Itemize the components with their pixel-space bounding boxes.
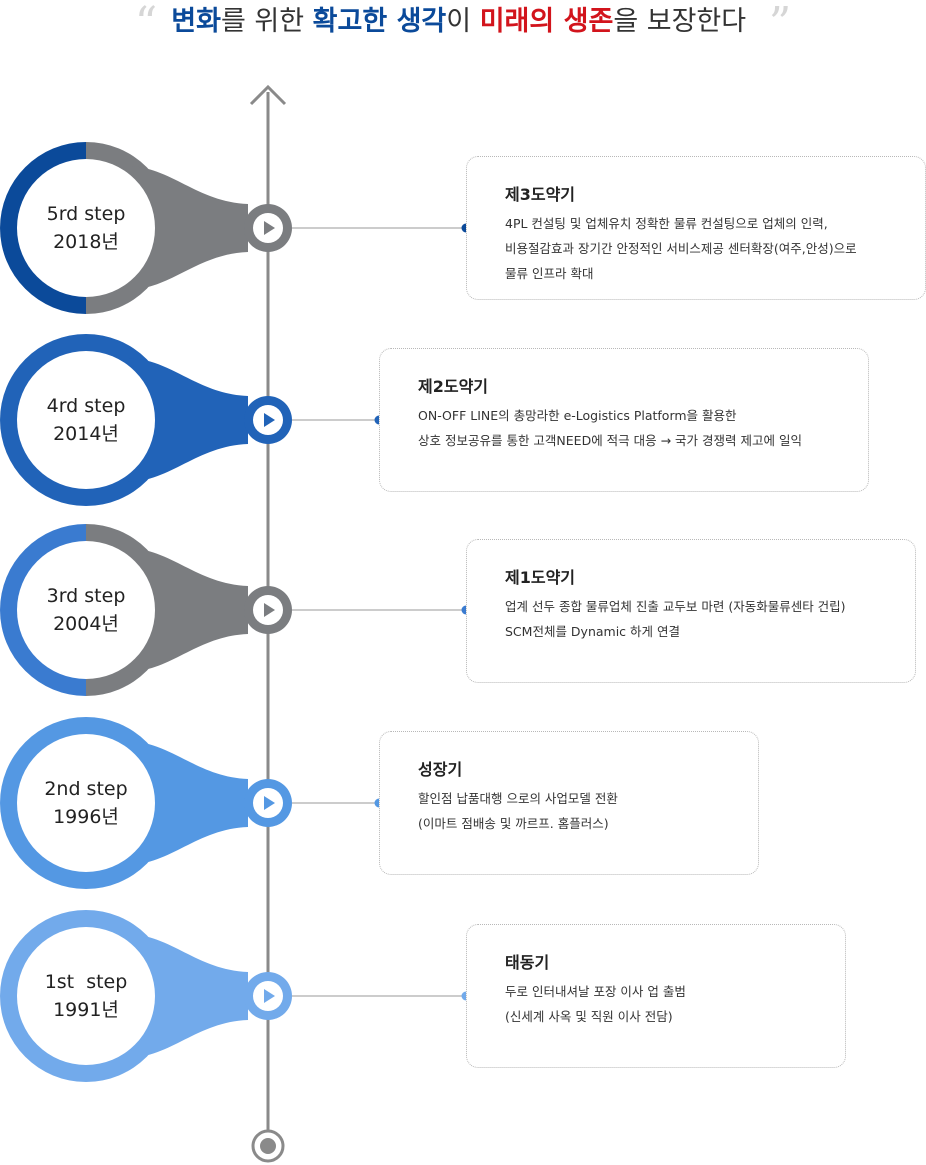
headline-keyword-change: 변화 — [171, 6, 221, 37]
play-icon — [264, 413, 275, 427]
step-inner-disk — [17, 541, 155, 679]
step-connector — [126, 166, 248, 290]
open-quote-mark: “ — [134, 0, 158, 49]
timeline-step-1 — [0, 910, 471, 1082]
timeline-step-3 — [0, 524, 471, 696]
phase-description-line: (신세계 사옥 및 직원 이사 전담) — [505, 1009, 673, 1024]
headline-keyword-survival: 미래의 생존 — [479, 6, 614, 37]
headline-text: 이 — [446, 6, 480, 37]
play-icon — [264, 989, 275, 1003]
phase-card: 제3도약기 4PL 컨설팅 및 업체유치 정확한 물류 컨설팅으로 업체의 인력,… — [466, 156, 926, 300]
close-quote-mark: ” — [768, 0, 792, 49]
phase-title: 제2도약기 — [418, 377, 489, 396]
phase-description-line: 두로 인터내셔날 포장 이사 업 출범 — [505, 984, 686, 999]
step-inner-disk — [17, 734, 155, 872]
timeline-step-2 — [0, 717, 384, 889]
phase-title: 제3도약기 — [505, 185, 576, 204]
phase-title: 태동기 — [505, 953, 550, 972]
step-inner-disk — [17, 927, 155, 1065]
step-inner-disk — [17, 351, 155, 489]
axis-end-dot — [260, 1138, 276, 1154]
timeline-step-4 — [0, 334, 384, 506]
phase-title: 성장기 — [418, 760, 463, 779]
phase-description-line: 비용절감효과 장기간 안정적인 서비스제공 센터확장(여주,안성)으로 — [505, 241, 857, 256]
phase-description-line: 업계 선두 종합 물류업체 진출 교두보 마련 (자동화물류센타 건립) — [505, 599, 846, 614]
phase-description-line: 4PL 컨설팅 및 업체유치 정확한 물류 컨설팅으로 업체의 인력, — [505, 216, 828, 231]
step-connector — [126, 741, 248, 865]
step-connector — [126, 548, 248, 672]
headline: “ 변화를 위한 확고한 생각이 미래의 생존을 보장한다 ” — [0, 2, 926, 46]
phase-description-line: ON-OFF LINE의 총망라한 e-Logistics Platform을 … — [418, 408, 737, 423]
play-icon — [264, 603, 275, 617]
step-label: 1st step 1991년 — [44, 971, 128, 1021]
phase-description-line: (이마트 점배송 및 까르프. 홈플러스) — [418, 816, 609, 831]
step-label: 3rd step 2004년 — [46, 585, 126, 635]
timeline-step-5 — [0, 142, 471, 314]
headline-keyword-thinking: 확고한 생각 — [312, 6, 447, 37]
phase-description-line: 물류 인프라 확대 — [505, 266, 594, 281]
phase-description-line: 할인점 납품대행 으로의 사업모델 전환 — [418, 791, 618, 806]
headline-text: 를 위한 — [220, 6, 313, 37]
step-connector — [126, 358, 248, 482]
step-label: 5rd step 2018년 — [46, 203, 126, 253]
phase-description-line: SCM전체를 Dynamic 하게 연결 — [505, 624, 680, 639]
step-connector — [126, 934, 248, 1058]
phase-description-line: 상호 정보공유를 통한 고객NEED에 적극 대응 → 국가 경쟁력 제고에 일… — [418, 433, 802, 448]
step-label: 2nd step 1996년 — [44, 778, 128, 828]
phase-title: 제1도약기 — [505, 568, 576, 587]
phase-card: 제2도약기 ON-OFF LINE의 총망라한 e-Logistics Platf… — [379, 348, 869, 492]
play-icon — [264, 221, 275, 235]
play-icon — [264, 796, 275, 810]
step-inner-disk — [17, 159, 155, 297]
step-label: 4rd step 2014년 — [46, 395, 126, 445]
axis-arrow-head — [249, 84, 287, 106]
headline-text: 을 보장한다 — [613, 6, 747, 37]
